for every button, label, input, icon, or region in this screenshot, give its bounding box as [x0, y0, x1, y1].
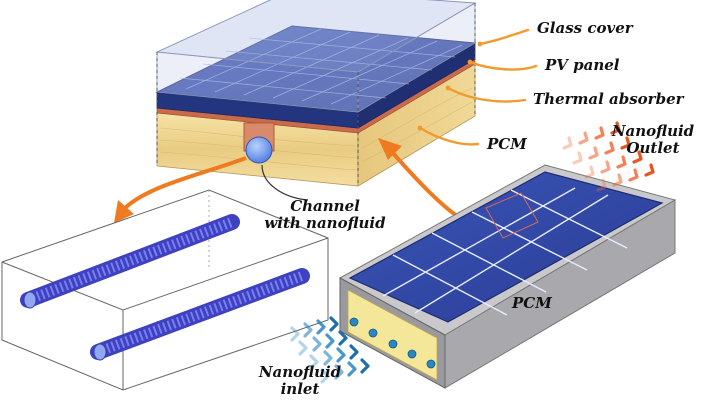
label-pv-panel: PV panel	[545, 56, 620, 74]
label-channel-with-nanofluid: Channel with nanofluid	[260, 198, 390, 232]
finned-pipe-1	[20, 214, 240, 309]
label-pcm-bottom: PCM	[512, 294, 552, 312]
label-outlet-line2: Outlet	[626, 139, 680, 157]
outlet-arrows	[562, 121, 655, 192]
inlet-arrows	[290, 316, 370, 384]
label-outlet-line1: Nanofluid	[611, 122, 695, 140]
label-nanofluid-inlet: Nanofluid inlet	[255, 364, 345, 398]
finned-pipe-2	[90, 268, 310, 361]
pvt-collector-top	[155, 0, 477, 187]
callout-lines	[418, 28, 538, 146]
callout-pcm	[418, 126, 480, 146]
arrow-to-channel-detail	[114, 156, 247, 223]
label-inlet-line2: inlet	[280, 380, 320, 398]
label-inlet-line1: Nanofluid	[258, 363, 342, 381]
label-thermal-absorber: Thermal absorber	[533, 90, 684, 108]
pv-pcm-block	[338, 164, 677, 389]
channel-detail-box	[1, 189, 329, 391]
label-channel-line2: with nanofluid	[264, 214, 386, 232]
callout-thermal-absorber	[446, 86, 527, 103]
callout-channel	[261, 164, 309, 201]
callout-pv-panel	[468, 60, 538, 71]
channel-circle	[245, 136, 273, 164]
label-glass-cover: Glass cover	[537, 19, 633, 37]
callout-glass-cover	[478, 28, 530, 46]
label-nanofluid-outlet: Nanofluid Outlet	[608, 123, 698, 157]
label-channel-line1: Channel	[290, 197, 360, 215]
arrow-to-top-collector	[378, 138, 462, 220]
label-pcm-top: PCM	[487, 135, 527, 153]
